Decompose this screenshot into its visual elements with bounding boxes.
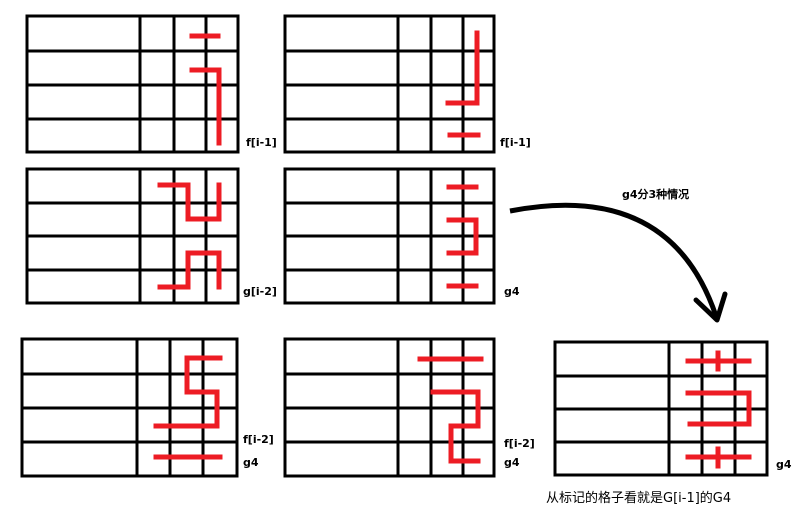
label-p4: g4 [504, 285, 520, 298]
grid-lines [555, 342, 767, 475]
domino-marks [446, 184, 479, 289]
domino-marks [157, 182, 222, 290]
grid-lines [27, 16, 238, 152]
label-p2: f[i-1] [500, 136, 531, 149]
domino-marks [153, 355, 223, 460]
label-p6-bottom: g4 [504, 456, 520, 469]
curved-arrow [509, 202, 728, 323]
panel-bottom-middle [283, 337, 496, 478]
grid-lines [27, 169, 238, 303]
panel-f-i-1-left [25, 14, 240, 154]
panel-f-i-1-right [283, 14, 496, 154]
arrow-note: g4分3种情况 [622, 188, 690, 201]
domino-marks [189, 33, 222, 146]
label-p5-bottom: g4 [243, 456, 259, 469]
grid-lines [22, 339, 237, 476]
grid-lines [285, 169, 494, 303]
panel-g-i-2 [25, 167, 240, 305]
grid-lines [285, 339, 494, 476]
label-p5-top: f[i-2] [243, 433, 274, 446]
panel-bottom-left [20, 337, 239, 478]
label-p1: f[i-1] [246, 136, 277, 149]
caption: 从标记的格子看就是G[i-1]的G4 [546, 491, 732, 506]
label-p7: g4 [776, 458, 792, 471]
domino-marks [685, 350, 752, 469]
grid-lines [285, 16, 494, 152]
panel-g4-middle [283, 167, 496, 305]
label-p6-top: f[i-2] [504, 437, 535, 450]
label-p3: g[i-2] [243, 285, 277, 298]
domino-marks [445, 30, 481, 138]
domino-marks [417, 356, 484, 464]
panel-result-g4 [553, 340, 769, 477]
